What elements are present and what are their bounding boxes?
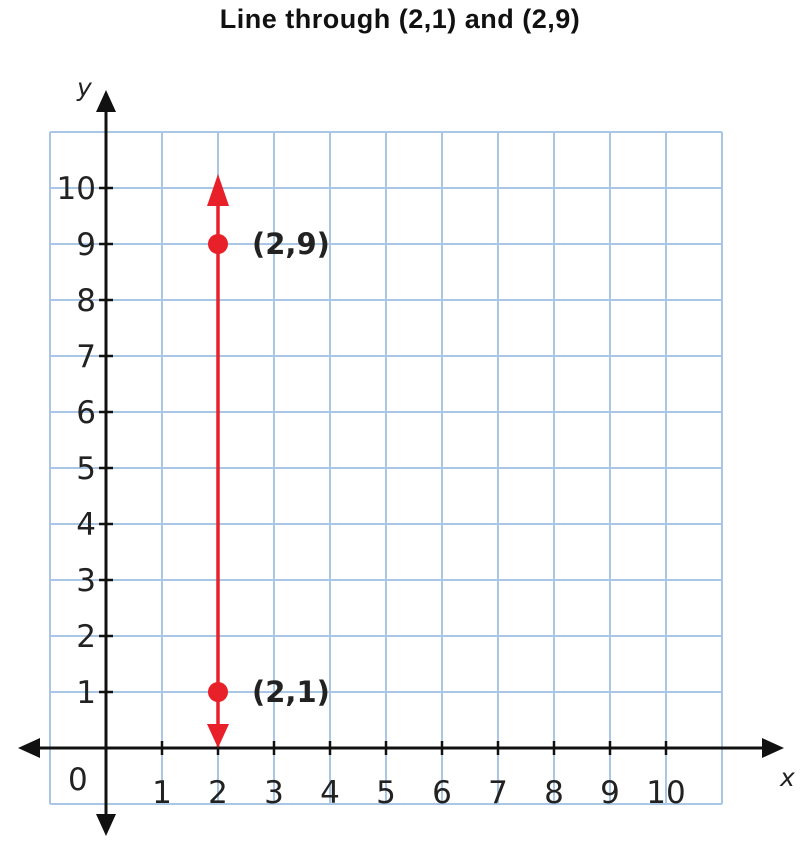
x-axis-arrow-left [18,738,40,758]
x-tick-label: 6 [432,775,452,811]
y-tick-label: 1 [76,675,96,711]
y-tick-label: 3 [76,563,96,599]
data-point [208,682,228,702]
origin-label: 0 [68,762,88,798]
y-axis-arrow-up [96,90,116,112]
data-point [208,234,228,254]
grid [49,131,723,805]
y-axis-arrow-down [96,814,116,836]
series-arrow-up [207,174,229,206]
data-point-label: (2,1) [252,675,330,709]
y-tick-label: 10 [57,171,96,207]
x-tick-label: 8 [544,775,564,811]
axes [18,90,784,836]
y-tick-label: 7 [76,339,96,375]
x-tick-label: 1 [152,775,172,811]
y-tick-label: 5 [76,451,96,487]
x-tick-label: 2 [208,775,228,811]
points: (2,9) (2,1) [208,227,330,709]
x-axis-label: x [779,763,795,792]
y-tick-label: 6 [76,395,96,431]
x-axis-arrow-right [762,738,784,758]
series-arrow-down [207,724,229,748]
x-tick-label: 4 [320,775,340,811]
y-tick-label: 4 [76,507,96,543]
x-tick-label: 10 [646,775,685,811]
series [207,174,229,748]
y-tick-label: 8 [76,283,96,319]
x-tick-label: 7 [488,775,508,811]
y-axis-label: y [76,73,93,102]
data-point-label: (2,9) [252,227,330,261]
x-tick-label: 3 [264,775,284,811]
y-tick-label: 2 [76,619,96,655]
x-tick-label: 9 [600,775,620,811]
chart-title: Line through (2,1) and (2,9) [219,4,581,34]
x-tick-label: 5 [376,775,396,811]
y-tick-label: 9 [76,227,96,263]
